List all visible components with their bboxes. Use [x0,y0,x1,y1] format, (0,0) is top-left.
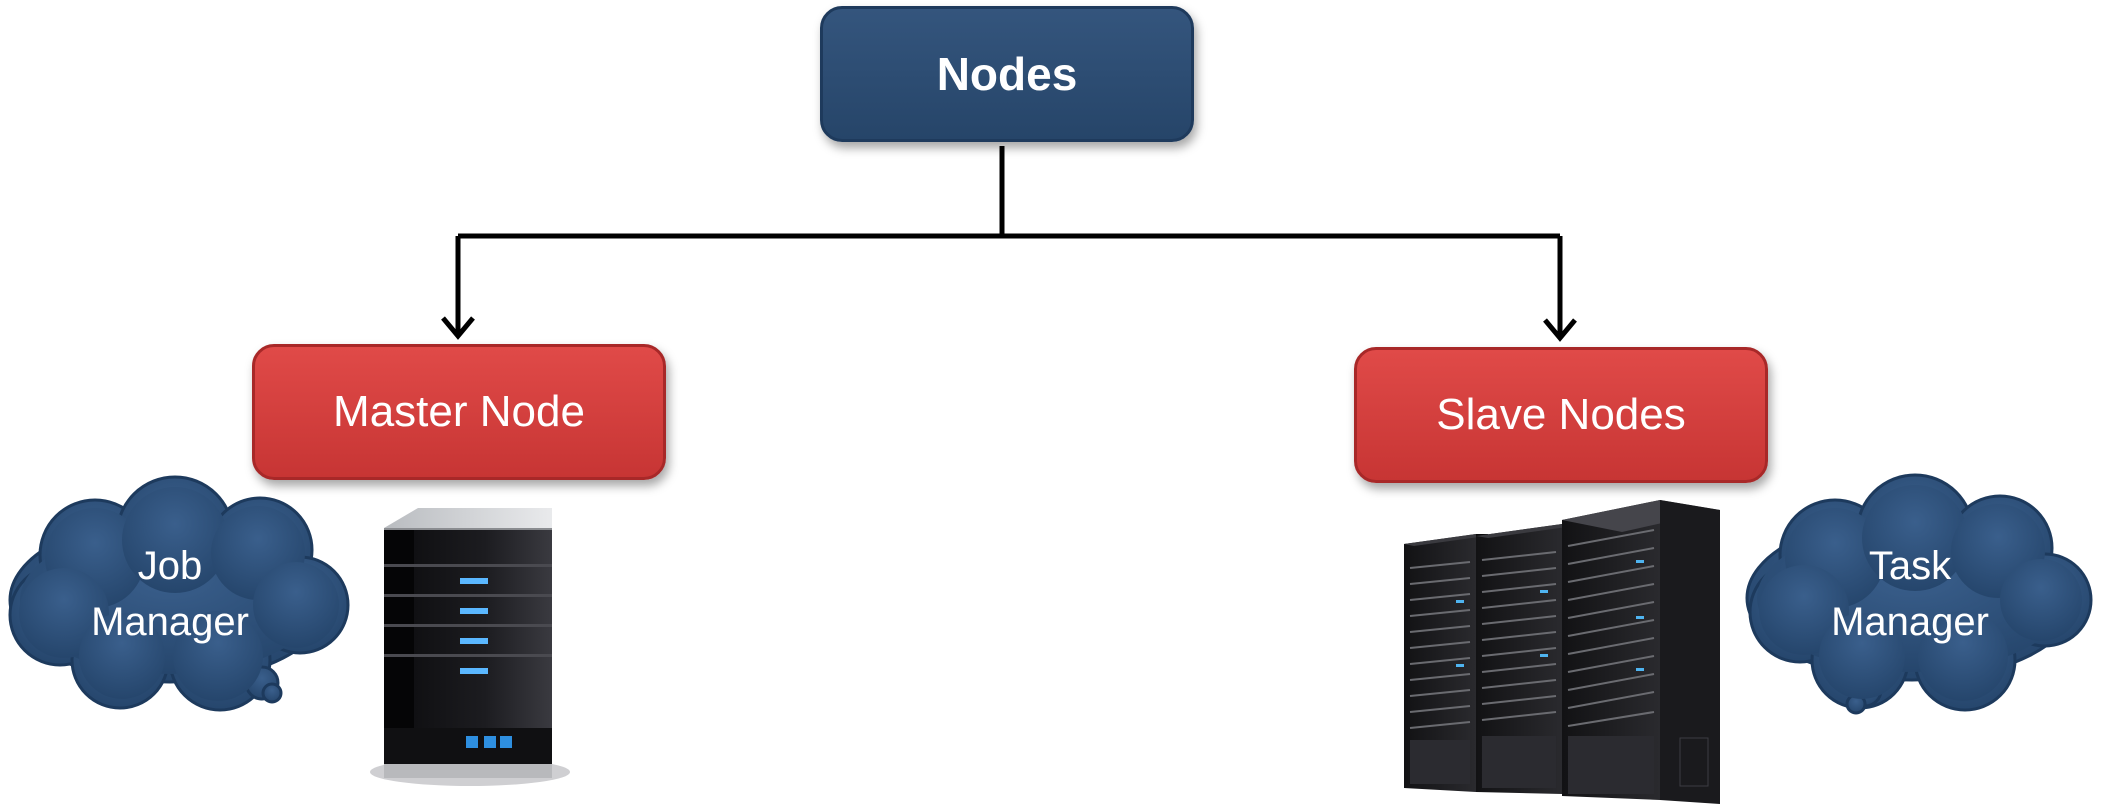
thought-cloud-icon [1745,473,2093,715]
single-server-tower-icon [370,508,570,786]
task-manager-text: Task Manager [1800,538,2020,650]
root-node-box: Nodes [820,6,1194,142]
thought-cloud-icon [8,475,350,712]
master-node-label: Master Node [333,387,585,436]
task-manager-line-2: Manager [1831,600,1989,644]
job-manager-line-2: Manager [91,600,249,644]
server-rack-cluster-icon [1404,500,1720,804]
slave-nodes-box: Slave Nodes [1354,347,1768,483]
job-manager-text: Job Manager [60,538,280,650]
master-node-box: Master Node [252,344,666,480]
job-manager-line-1: Job [137,544,203,588]
slave-nodes-label: Slave Nodes [1436,390,1686,439]
task-manager-line-1: Task [1868,544,1952,588]
root-node-label: Nodes [936,48,1078,100]
